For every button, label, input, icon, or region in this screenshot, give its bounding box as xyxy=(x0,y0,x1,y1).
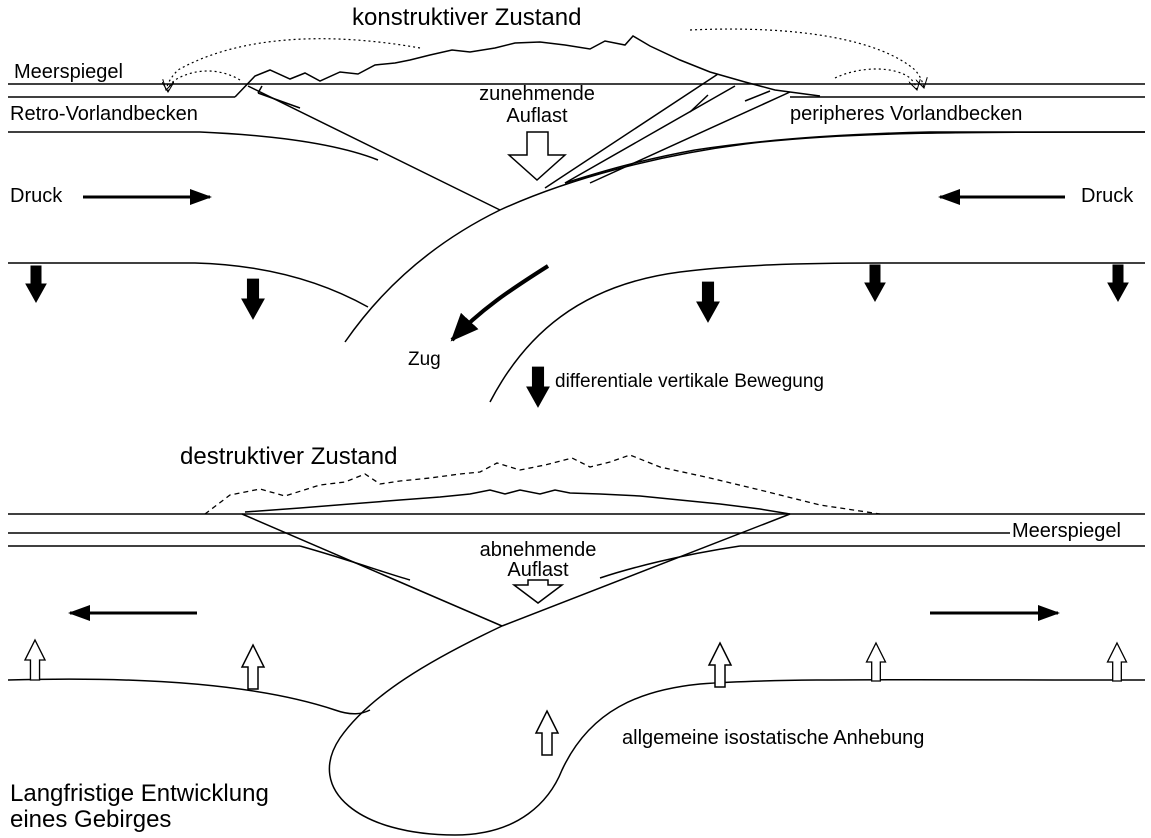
caption-line1: Langfristige Entwicklung xyxy=(10,780,269,807)
top-shear-arrow-left-head xyxy=(257,85,263,94)
label-mask-peripheral xyxy=(786,100,1076,126)
top-slab-lower-right xyxy=(489,262,1145,403)
peripheral-basin-label: peripheres Vorlandbecken xyxy=(790,103,1023,125)
solid-down-arrow-icon xyxy=(241,278,265,320)
bottom-pro-fault xyxy=(501,513,791,627)
top-retro-basin-base xyxy=(8,131,379,161)
top-pro-thrust-3 xyxy=(589,91,791,184)
top-peripheral-basin-base xyxy=(564,131,1145,184)
increasing-load-label-line1: zunehmende xyxy=(479,83,595,105)
hollow-up-arrow-icon xyxy=(865,642,887,682)
increasing-load-label-line2: Auflast xyxy=(506,105,568,127)
top-shear-arrow-pro-2 xyxy=(744,90,771,102)
hollow-up-arrows xyxy=(24,639,1128,757)
solid-down-arrow-icon xyxy=(1107,264,1129,302)
bottom-panel-title: destruktiver Zustand xyxy=(180,443,398,470)
bottom-retro-basin-base xyxy=(299,545,411,581)
bottom-former-profile-dashed xyxy=(204,454,881,515)
left-dotted-arrow-inner xyxy=(168,70,241,92)
right-dotted-arrow-outer xyxy=(689,28,924,88)
label-mask-retro xyxy=(8,100,240,126)
top-retro-thrust xyxy=(247,85,501,211)
hollow-down-arrow-icon xyxy=(507,131,567,182)
hollow-up-arrow-icon xyxy=(708,642,732,688)
top-pro-thrust-2 xyxy=(564,85,736,184)
caption-line2: eines Gebirges xyxy=(10,806,172,833)
pressure-label-right: Druck xyxy=(1081,185,1134,207)
hollow-up-arrow-icon xyxy=(241,644,265,690)
pressure-label-left: Druck xyxy=(10,185,63,207)
hollow-up-arrow-icon xyxy=(1106,642,1128,682)
isostatic-uplift-label: allgemeine isostatische Anhebung xyxy=(622,727,925,749)
bottom-retro-fault xyxy=(241,513,503,627)
decreasing-load-label-line1: abnehmende xyxy=(479,539,597,561)
top-slab-upper xyxy=(344,131,1146,343)
right-dotted-arrow-inner xyxy=(834,68,917,90)
top-sea-level-label: Meerspiegel xyxy=(14,61,123,83)
top-transport-arrows xyxy=(166,28,924,92)
solid-down-arrow-icon xyxy=(696,281,720,323)
label-mask-meerspiegel-bottom xyxy=(1010,519,1148,545)
bottom-pro-basin-base xyxy=(599,545,741,579)
curved-arrow-icon xyxy=(450,264,550,342)
vertical-motion-label: differentiale vertikale Bewegung xyxy=(555,371,824,392)
left-dotted-arrow-outer xyxy=(166,38,421,90)
bottom-mountain-profile xyxy=(244,489,791,515)
bottom-panel-geology xyxy=(7,489,1146,836)
retro-basin-label: Retro-Vorlandbecken xyxy=(10,103,198,125)
solid-down-arrow-icon xyxy=(864,264,886,302)
solid-down-arrow-icon xyxy=(25,265,47,303)
top-slab-lower-left xyxy=(8,262,369,308)
hollow-up-arrow-icon xyxy=(534,709,560,757)
top-mountain-profile xyxy=(234,35,821,98)
tension-label: Zug xyxy=(408,349,441,370)
top-panel-geology xyxy=(8,35,1146,403)
bottom-slab-outer-left xyxy=(7,678,371,715)
top-pro-thrust-1 xyxy=(544,73,719,189)
solid-down-arrow-icon xyxy=(526,366,550,408)
bottom-slab xyxy=(328,625,1146,836)
label-mask-meerspiegel-top xyxy=(12,62,150,82)
top-shear-arrow-pro-1 xyxy=(689,94,709,113)
top-shear-arrow-left xyxy=(257,92,301,109)
top-panel-title: konstruktiver Zustand xyxy=(352,4,582,31)
hollow-up-arrow-icon xyxy=(24,639,46,681)
hollow-down-arrow-icon xyxy=(511,579,565,604)
bottom-sea-level-label: Meerspiegel xyxy=(1012,520,1121,542)
decreasing-load-label-line2: Auflast xyxy=(507,559,569,581)
